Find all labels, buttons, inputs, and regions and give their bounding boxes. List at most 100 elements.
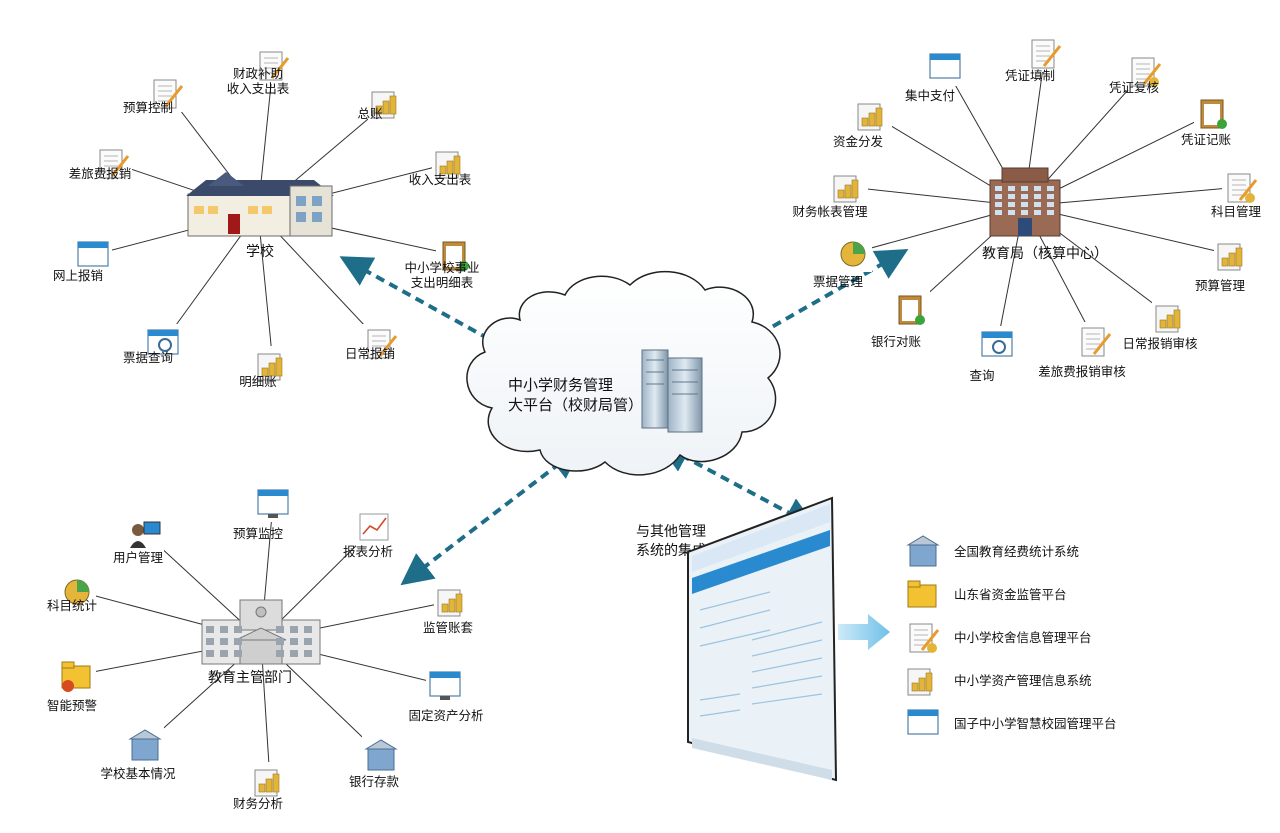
windows-icon bbox=[77, 241, 109, 267]
coins-doc-icon bbox=[257, 353, 283, 381]
department-item-label: 预算监控 bbox=[233, 526, 284, 541]
window-pane bbox=[1034, 202, 1041, 207]
school-node: 网上报销 bbox=[53, 236, 112, 283]
window-pane bbox=[1008, 194, 1015, 199]
book-pie-icon bbox=[840, 241, 866, 267]
line-chart-icon bbox=[359, 513, 389, 541]
department-building-icon bbox=[201, 599, 321, 665]
ledger-chart-icon bbox=[371, 91, 397, 119]
integration-system-item: 全国教育经费统计系统 bbox=[906, 535, 1079, 567]
bureau-item-label: 银行对账 bbox=[871, 334, 922, 349]
integration-system-item: 国子中小学智慧校园管理平台 bbox=[907, 709, 1117, 735]
bureau-building-icon bbox=[989, 167, 1061, 237]
window-pane bbox=[1008, 202, 1015, 207]
department-item-label: 智能预警 bbox=[47, 698, 97, 713]
school-item-label: 支出明细表 bbox=[411, 275, 474, 290]
platform-cloud: 中小学财务管理 大平台（校财局管） bbox=[466, 271, 781, 476]
window-pane bbox=[1047, 210, 1054, 215]
server-icon bbox=[641, 349, 703, 433]
bureau-node: 差旅费报销审核 bbox=[1038, 322, 1126, 379]
bureau-node: 票据管理 bbox=[813, 234, 872, 289]
window-coins-icon bbox=[907, 668, 933, 696]
integration-system-item: 中小学校舍信息管理平台 bbox=[909, 623, 1092, 653]
bureau-item-label: 凭证复核 bbox=[1109, 80, 1160, 95]
window-pane bbox=[995, 210, 1002, 215]
window-pane bbox=[276, 626, 284, 633]
department-item-label: 科目统计 bbox=[47, 598, 97, 613]
school-label: 学校 bbox=[246, 243, 274, 260]
school-node: 总账 bbox=[357, 84, 406, 122]
integration-system-label: 全国教育经费统计系统 bbox=[954, 544, 1079, 559]
platform-title-line2: 大平台（校财局管） bbox=[508, 396, 643, 414]
bureau-item-label: 财务帐表管理 bbox=[792, 204, 868, 219]
folder-doc-icon bbox=[907, 580, 937, 608]
integration-system-label: 山东省资金监管平台 bbox=[954, 587, 1067, 602]
school-item-label: 差旅费报销 bbox=[69, 166, 132, 181]
school-item-label: 票据查询 bbox=[123, 350, 173, 365]
window-pane bbox=[290, 626, 298, 633]
school-item-label: 总账 bbox=[357, 106, 383, 121]
school-node: 差旅费报销 bbox=[69, 144, 132, 182]
monitor-icon bbox=[257, 489, 289, 518]
department-item-label: 监管账套 bbox=[423, 620, 474, 635]
report-icon bbox=[259, 51, 290, 81]
building-icon bbox=[906, 535, 940, 567]
bureau-item-label: 查询 bbox=[969, 368, 994, 383]
department-label: 教育主管部门 bbox=[208, 670, 292, 686]
search-window-icon bbox=[981, 331, 1013, 357]
checklist-gear-icon bbox=[909, 623, 940, 653]
window-pane bbox=[234, 626, 242, 633]
bureau-item-label: 凭证填制 bbox=[1005, 68, 1055, 83]
window-pane bbox=[234, 650, 242, 657]
chart-check-icon bbox=[1131, 57, 1162, 87]
window-pane bbox=[1034, 194, 1041, 199]
integration-system-label: 中小学资产管理信息系统 bbox=[954, 673, 1092, 688]
platform-title-line1: 中小学财务管理 bbox=[508, 376, 613, 394]
connector-school bbox=[339, 256, 529, 361]
integration-systems-list: 全国教育经费统计系统山东省资金监管平台中小学校舍信息管理平台中小学资产管理信息系… bbox=[906, 535, 1117, 735]
school-item-label: 网上报销 bbox=[53, 268, 103, 283]
chart-icon bbox=[254, 769, 280, 797]
department-item-label: 财务分析 bbox=[233, 796, 283, 811]
school-node: 收入支出表 bbox=[409, 144, 472, 187]
bureau-item-label: 集中支付 bbox=[905, 88, 955, 103]
integration-system-item: 山东省资金监管平台 bbox=[907, 580, 1067, 608]
bureau-node: 凭证填制 bbox=[1005, 34, 1064, 83]
department-node: 用户管理 bbox=[113, 514, 164, 565]
computer-icon bbox=[429, 671, 461, 700]
bureau-node: 凭证记账 bbox=[1181, 94, 1232, 147]
window-pane bbox=[276, 650, 284, 657]
window-pane bbox=[1021, 210, 1028, 215]
bureau-node: 集中支付 bbox=[905, 48, 964, 103]
chart-icon bbox=[435, 151, 461, 179]
school-building-icon bbox=[186, 172, 334, 237]
window-pane bbox=[995, 194, 1002, 199]
doc-pen-icon bbox=[1081, 327, 1112, 357]
integration-system-label: 国子中小学智慧校园管理平台 bbox=[954, 716, 1117, 731]
clipboard-check-icon bbox=[898, 295, 925, 325]
department-node: 科目统计 bbox=[47, 572, 97, 613]
bureau-item-label: 科目管理 bbox=[1211, 204, 1262, 219]
search-window-icon bbox=[147, 329, 179, 355]
school-items: 财政补助收入支出表总账收入支出表中小学校事业支出明细表日常报销明细账票据查询网上… bbox=[53, 46, 480, 389]
connector-department bbox=[400, 446, 582, 586]
bureau-node: 日常报销审核 bbox=[1122, 298, 1198, 351]
window-edit-icon bbox=[929, 53, 961, 79]
integration-label-line1: 与其他管理 bbox=[636, 524, 706, 540]
school-item-label: 中小学校事业 bbox=[404, 260, 479, 275]
clipboard-check-icon bbox=[442, 241, 469, 271]
doc-pen-icon bbox=[1031, 39, 1062, 69]
department-node: 智能预警 bbox=[47, 656, 97, 713]
doc-pen-icon bbox=[99, 149, 130, 179]
window-pane bbox=[1008, 210, 1015, 215]
bureau-items: 集中支付凭证填制凭证复核凭证记账科目管理预算管理日常报销审核差旅费报销审核查询银… bbox=[792, 34, 1261, 383]
check-coins-icon bbox=[1155, 305, 1181, 333]
department-items: 预算监控报表分析监管账套固定资产分析银行存款财务分析学校基本情况智能预警科目统计… bbox=[47, 484, 484, 811]
bureau-node: 科目管理 bbox=[1211, 168, 1262, 219]
window-pane bbox=[304, 638, 312, 645]
window-pane bbox=[1047, 202, 1054, 207]
window-pane bbox=[995, 186, 1002, 191]
